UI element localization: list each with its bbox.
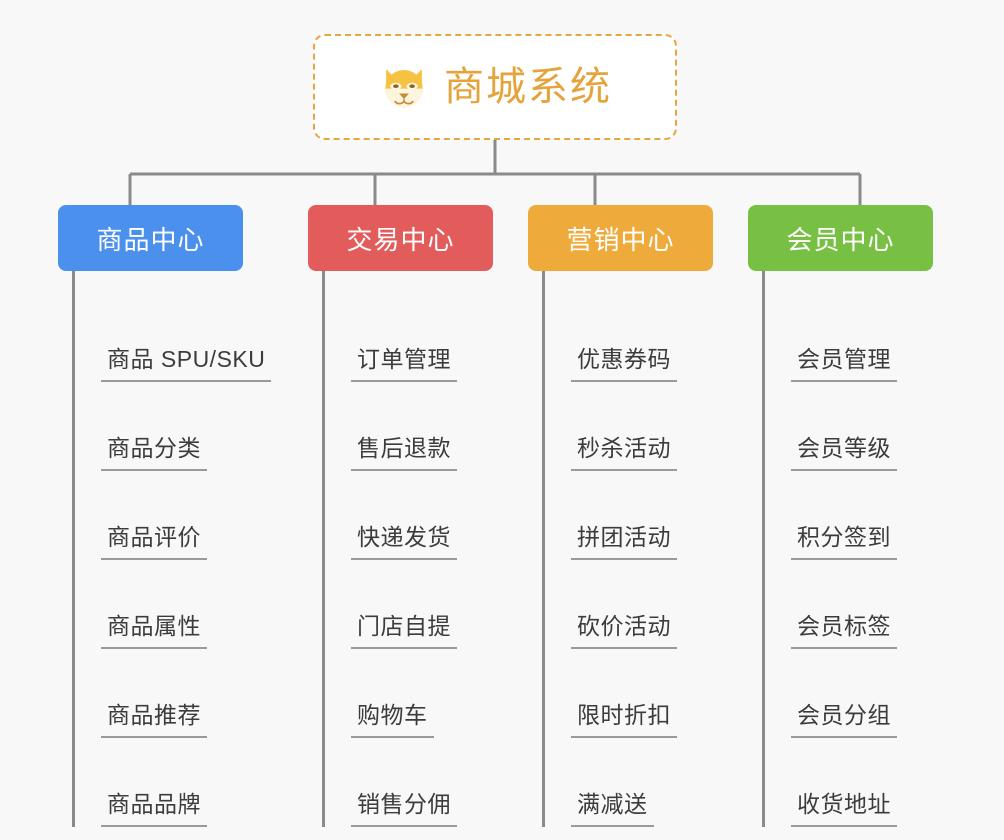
category-box-member[interactable]: 会员中心: [748, 205, 933, 271]
list-item[interactable]: 销售分佣: [325, 738, 528, 827]
leaf-list-trade: 订单管理 售后退款 快递发货 门店自提 购物车 销售分佣: [322, 271, 528, 827]
leaf-label: 购物车: [357, 702, 428, 728]
leaf-label: 满减送: [577, 791, 648, 817]
branch-column-product: 商品中心 商品 SPU/SKU 商品分类 商品评价 商品属性 商品推荐 商品品牌: [58, 205, 278, 827]
leaf-label: 会员等级: [797, 435, 891, 461]
root-node[interactable]: 商城系统: [313, 34, 677, 140]
leaf-label: 门店自提: [357, 613, 451, 639]
list-item[interactable]: 商品推荐: [75, 649, 278, 738]
leaf-label: 收货地址: [797, 791, 891, 817]
leaf-list-member: 会员管理 会员等级 积分签到 会员标签 会员分组 收货地址: [762, 271, 968, 827]
list-item[interactable]: 秒杀活动: [545, 382, 748, 471]
list-item[interactable]: 快递发货: [325, 471, 528, 560]
category-box-product[interactable]: 商品中心: [58, 205, 243, 271]
list-item[interactable]: 商品评价: [75, 471, 278, 560]
list-item[interactable]: 商品 SPU/SKU: [75, 293, 278, 382]
branch-column-marketing: 营销中心 优惠券码 秒杀活动 拼团活动 砍价活动 限时折扣 满减送: [528, 205, 748, 827]
list-item[interactable]: 收货地址: [765, 738, 968, 827]
leaf-label: 砍价活动: [577, 613, 671, 639]
list-item[interactable]: 会员管理: [765, 293, 968, 382]
leaf-label: 商品评价: [107, 524, 201, 550]
leaf-label: 订单管理: [357, 346, 451, 372]
leaf-label: 拼团活动: [577, 524, 671, 550]
list-item[interactable]: 购物车: [325, 649, 528, 738]
branch-column-member: 会员中心 会员管理 会员等级 积分签到 会员标签 会员分组 收货地址: [748, 205, 968, 827]
list-item[interactable]: 商品分类: [75, 382, 278, 471]
list-item[interactable]: 满减送: [545, 738, 748, 827]
leaf-label: 售后退款: [357, 435, 451, 461]
category-box-marketing[interactable]: 营销中心: [528, 205, 713, 271]
list-item[interactable]: 积分签到: [765, 471, 968, 560]
leaf-label: 快递发货: [357, 524, 451, 550]
list-item[interactable]: 会员等级: [765, 382, 968, 471]
leaf-label: 限时折扣: [577, 702, 671, 728]
category-label: 营销中心: [566, 224, 675, 255]
list-item[interactable]: 售后退款: [325, 382, 528, 471]
list-item[interactable]: 商品品牌: [75, 738, 278, 827]
category-label: 商品中心: [96, 224, 205, 255]
list-item[interactable]: 会员标签: [765, 560, 968, 649]
list-item[interactable]: 会员分组: [765, 649, 968, 738]
leaf-label: 优惠券码: [577, 346, 671, 372]
leaf-label: 积分签到: [797, 524, 891, 550]
list-item[interactable]: 拼团活动: [545, 471, 748, 560]
leaf-label: 商品推荐: [107, 702, 201, 728]
list-item[interactable]: 商品属性: [75, 560, 278, 649]
category-label: 交易中心: [346, 224, 455, 255]
leaf-label: 会员管理: [797, 346, 891, 372]
list-item[interactable]: 优惠券码: [545, 293, 748, 382]
leaf-label: 商品 SPU/SKU: [107, 346, 266, 372]
leaf-label: 秒杀活动: [577, 435, 671, 461]
category-label: 会员中心: [786, 224, 895, 255]
leaf-label: 销售分佣: [357, 791, 451, 817]
leaf-list-marketing: 优惠券码 秒杀活动 拼团活动 砍价活动 限时折扣 满减送: [542, 271, 748, 827]
leaf-list-product: 商品 SPU/SKU 商品分类 商品评价 商品属性 商品推荐 商品品牌: [72, 271, 278, 827]
leaf-label: 会员标签: [797, 613, 891, 639]
leaf-label: 商品品牌: [107, 791, 201, 817]
list-item[interactable]: 限时折扣: [545, 649, 748, 738]
list-item[interactable]: 砍价活动: [545, 560, 748, 649]
leaf-label: 商品分类: [107, 435, 201, 461]
list-item[interactable]: 订单管理: [325, 293, 528, 382]
leaf-label: 商品属性: [107, 613, 201, 639]
branch-column-trade: 交易中心 订单管理 售后退款 快递发货 门店自提 购物车 销售分佣: [308, 205, 528, 827]
list-item[interactable]: 门店自提: [325, 560, 528, 649]
root-title: 商城系统: [444, 65, 612, 109]
leaf-label: 会员分组: [797, 702, 891, 728]
category-box-trade[interactable]: 交易中心: [308, 205, 493, 271]
shiba-dog-emoji: [385, 69, 423, 108]
